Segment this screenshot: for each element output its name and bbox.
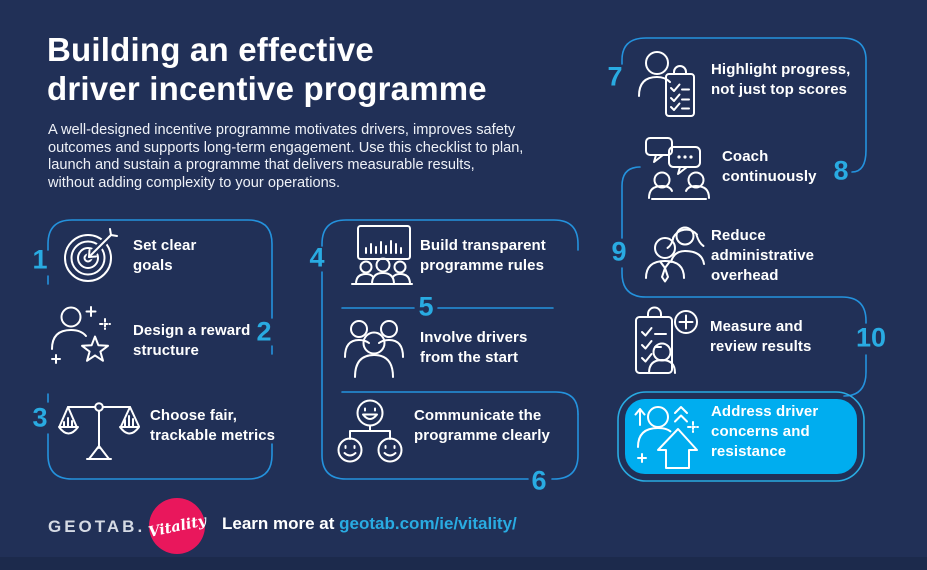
footer-band [0, 557, 927, 570]
page-title: Building an effective driver incentive p… [47, 30, 487, 108]
person-checklist-icon [638, 51, 695, 117]
step-number-8: 8 [833, 155, 849, 186]
learn-more-prefix: Learn more at [222, 514, 340, 533]
learn-more: Learn more at geotab.com/ie/vitality/ [222, 514, 517, 534]
left-column-border [47, 219, 273, 480]
vitality-logo-text: Vitality [146, 511, 208, 541]
step-number-5: 5 [418, 291, 434, 322]
step-number-1: 1 [32, 244, 48, 275]
meeting-presentation-icon [351, 225, 413, 285]
step-number-3: 3 [32, 402, 48, 433]
balance-scale-metrics-icon [58, 402, 140, 460]
admin-people-icon [645, 226, 705, 283]
geotab-logo: GEOTAB. [48, 517, 146, 536]
intro-line: without adding complexity to your operat… [48, 175, 341, 192]
step-number-2: 2 [256, 316, 272, 347]
step-number-4: 4 [309, 242, 325, 273]
step-number-6: 6 [531, 465, 547, 496]
intro-line: launch and sustain a programme that deli… [48, 157, 475, 174]
title-line-2: driver incentive programme [47, 70, 487, 107]
item-label-3: Choose fair,trackable metrics [150, 407, 276, 444]
highlight-box-outline [617, 391, 865, 482]
intro-line: A well-designed incentive programme moti… [48, 122, 516, 138]
learn-more-link[interactable]: geotab.com/ie/vitality/ [339, 514, 517, 533]
target-dart-icon [64, 228, 118, 282]
title-line-1: Building an effective [47, 31, 374, 68]
vitality-logo: Vitality [146, 498, 208, 554]
item-label-7: Highlight progress,not just top scores [711, 61, 851, 98]
step-number-7: 7 [607, 61, 623, 92]
reward-star-person-icon [51, 306, 111, 364]
smiley-network-icon [337, 399, 403, 463]
drivers-group-icon [344, 320, 404, 378]
middle-column-border [321, 219, 579, 480]
intro-paragraph: A well-designed incentive programme moti… [48, 122, 523, 193]
coaching-chat-icon [645, 137, 710, 200]
step-number-10: 10 [855, 322, 887, 353]
step-number-9: 9 [611, 236, 627, 267]
intro-line: outcomes and supports long-term engageme… [48, 139, 524, 156]
driver-growth-icon [634, 406, 700, 471]
measure-review-icon [635, 306, 698, 374]
